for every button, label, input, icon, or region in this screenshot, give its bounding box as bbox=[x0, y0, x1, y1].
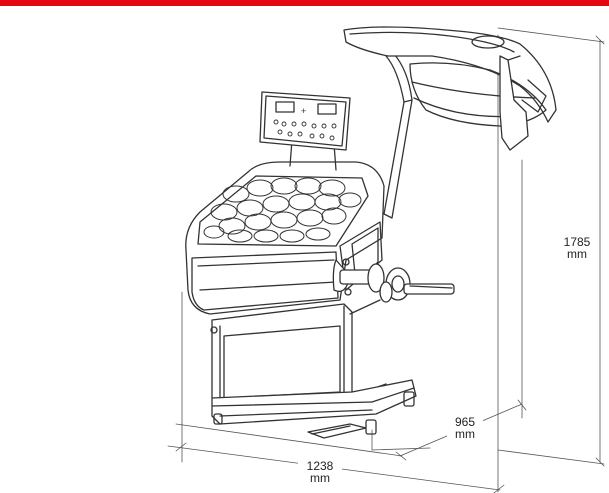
depth-dimension-label: 1238 mm bbox=[298, 460, 342, 484]
depth-unit: mm bbox=[310, 471, 330, 485]
display-right bbox=[317, 103, 337, 115]
display-left bbox=[275, 101, 295, 113]
panel-sign: + bbox=[301, 106, 306, 116]
height-unit: mm bbox=[567, 247, 587, 261]
width-unit: mm bbox=[455, 427, 475, 441]
control-panel: + bbox=[259, 91, 351, 171]
height-value: 1785 bbox=[563, 235, 591, 249]
balancing-shaft bbox=[332, 258, 455, 303]
brand-accent-bar bbox=[0, 0, 609, 6]
weight-tray-compartments bbox=[203, 177, 362, 243]
width-value: 965 bbox=[454, 415, 476, 429]
panel-buttons bbox=[273, 119, 337, 141]
height-dimension-label: 1785 mm bbox=[557, 236, 597, 260]
base-plate bbox=[210, 326, 417, 439]
wheel-guard bbox=[343, 26, 557, 219]
depth-value: 1238 bbox=[306, 459, 334, 473]
cabinet-pedestal bbox=[211, 299, 387, 405]
width-dimension-label: 965 mm bbox=[447, 416, 483, 440]
